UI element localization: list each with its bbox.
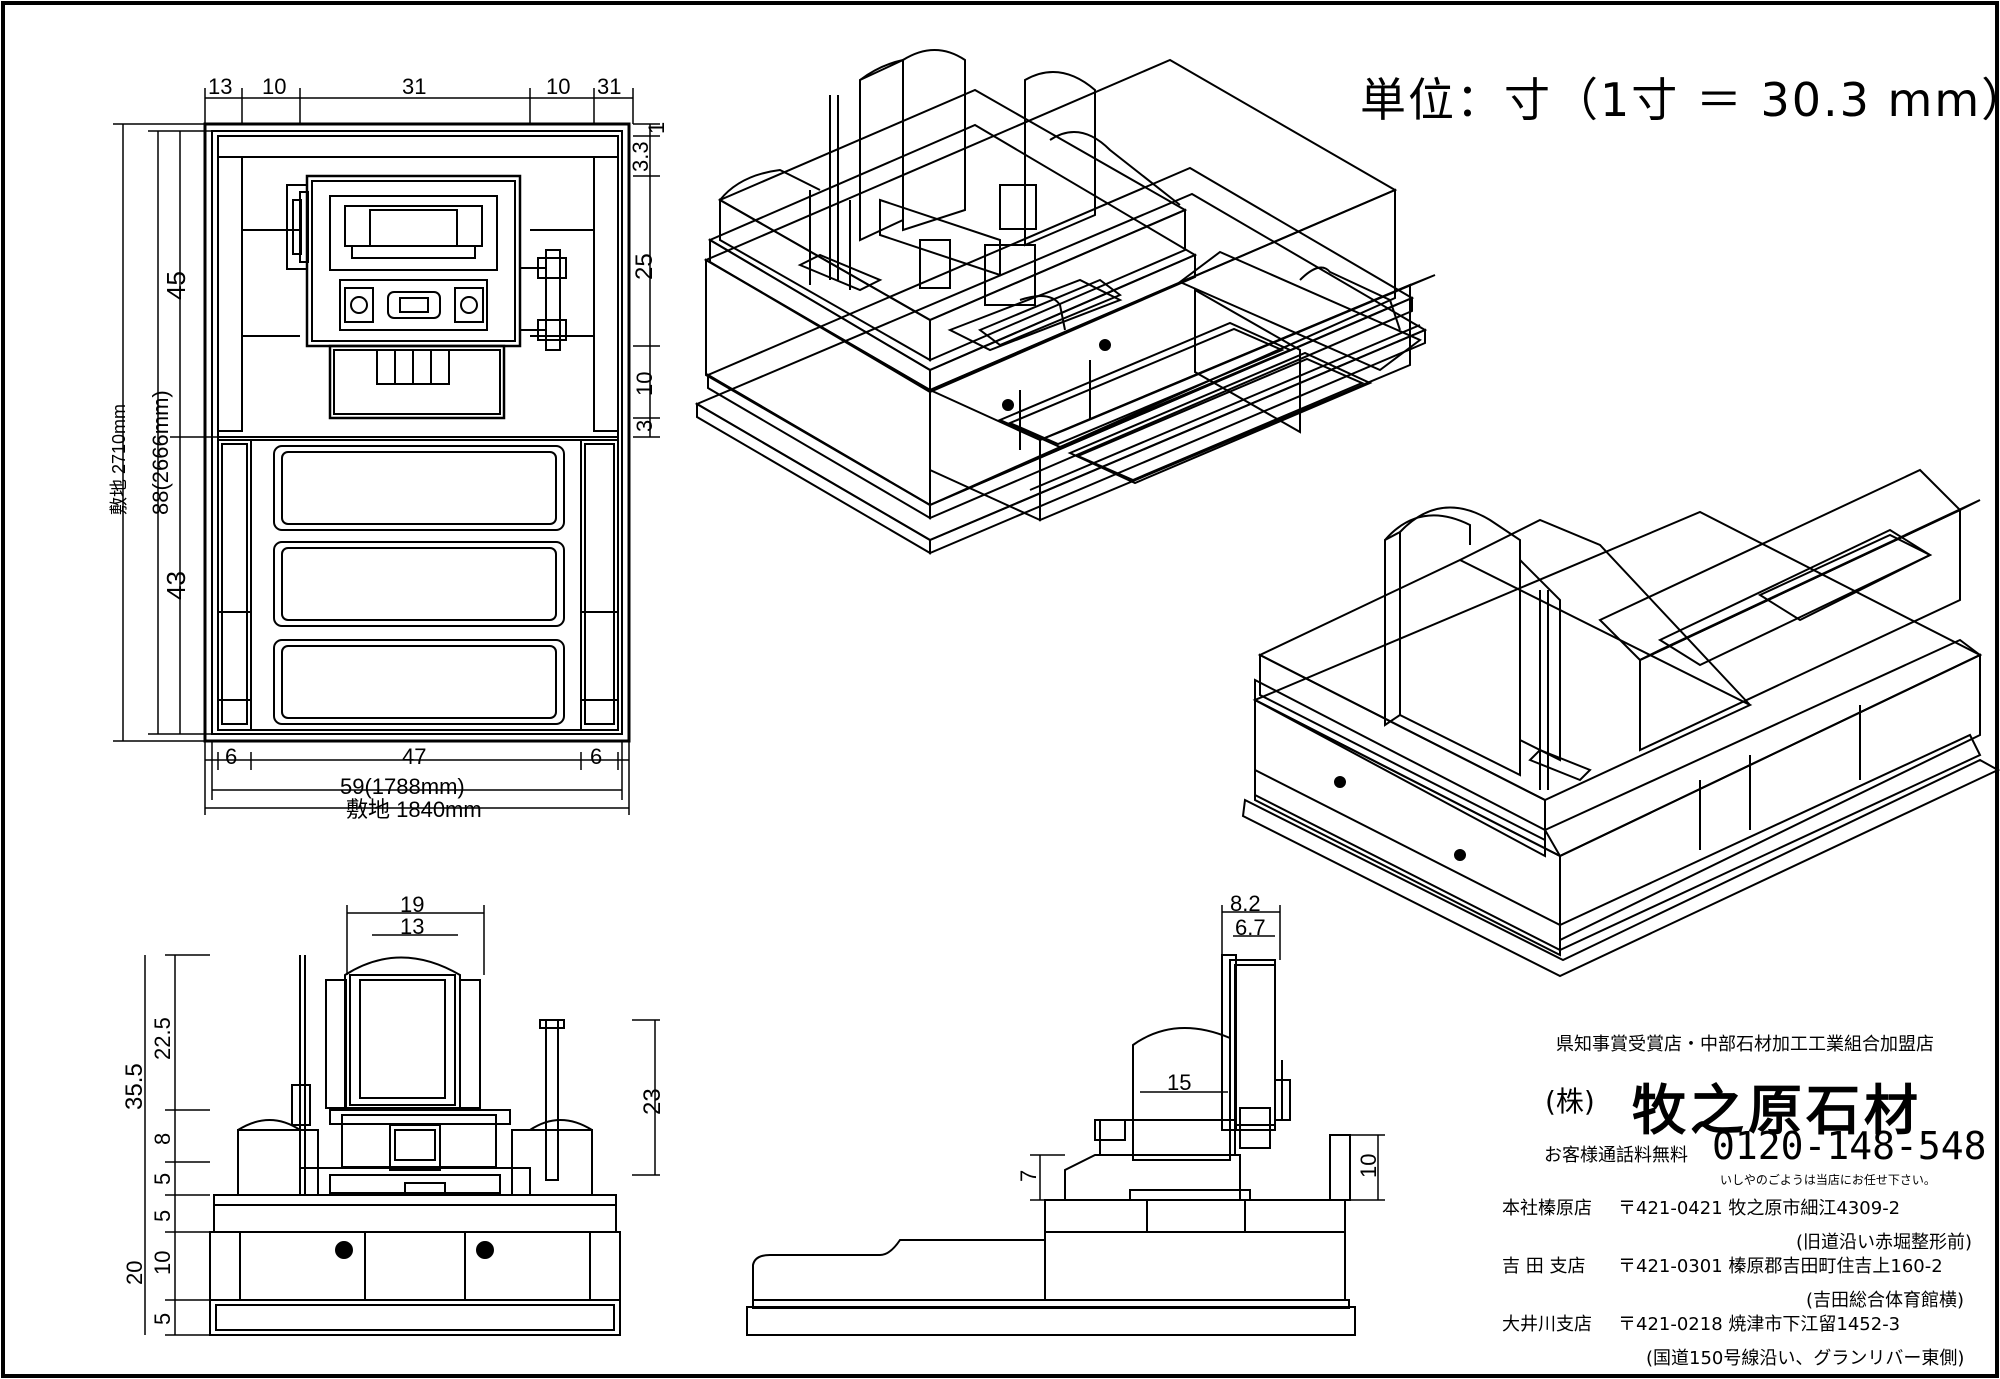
front-dim-left-5: 20 — [122, 1261, 147, 1285]
front-dim-right-0: 23 — [639, 1088, 666, 1115]
side-elevation — [746, 954, 1356, 1336]
plan-dim-right-0: 1 — [644, 122, 669, 134]
isometric-view-top — [694, 49, 1436, 555]
plan-dimension-lines — [113, 88, 660, 815]
branch-name-1: 吉 田 支店 — [1502, 1256, 1586, 1277]
front-dim-left-2: 8 — [150, 1133, 175, 1145]
plan-dim-bottom-0: 6 — [225, 744, 237, 769]
tollfree-label: お客様通話料無料 — [1544, 1145, 1688, 1166]
front-dim-left-6: 10 — [150, 1251, 175, 1275]
front-dim-left-7: 5 — [150, 1313, 175, 1325]
plan-dim-left-0: 敷地 2710mm — [109, 404, 129, 515]
plan-dim-top-4: 31 — [597, 74, 621, 99]
front-dim-top-1: 13 — [400, 914, 424, 939]
side-dimension-text: 8.2 6.7 15 7 10 — [1016, 891, 1381, 1182]
plan-dim-top-2: 31 — [402, 74, 426, 99]
unit-note: 単位：寸（1寸 ＝ 30.3 mm） — [1360, 73, 2000, 127]
front-dimension-lines — [144, 905, 660, 1336]
plan-dim-right-4: 3 — [632, 420, 657, 432]
side-dim-right-0: 10 — [1356, 1154, 1381, 1178]
plan-dim-left-3: 43 — [161, 571, 191, 600]
plan-dim-bottom-2: 6 — [590, 744, 602, 769]
tollfree-number[interactable]: 0120-148-548 — [1712, 1124, 1987, 1168]
branch-name-2: 大井川支店 — [1502, 1314, 1592, 1335]
company-kabushiki: (株) — [1545, 1085, 1595, 1118]
branch-note-0: (旧道沿い赤堀整形前) — [1796, 1232, 1973, 1253]
front-dimension-text: 19 13 35.5 22.5 8 5 5 20 10 5 23 — [121, 892, 666, 1325]
front-dim-left-3: 5 — [150, 1173, 175, 1185]
side-dim-top-1: 6.7 — [1235, 915, 1266, 940]
side-dim-inner-0: 15 — [1167, 1070, 1191, 1095]
front-elevation — [209, 955, 621, 1336]
plan-dim-bottom-4: 敷地 1840mm — [346, 797, 482, 822]
branch-note-2: (国道150号線沿い、グランリバー東側) — [1646, 1348, 1965, 1369]
plan-dim-left-1: 88(2666mm) — [148, 390, 173, 515]
branch-note-1: (吉田総合体育館横) — [1806, 1290, 1965, 1311]
plan-dim-right-3: 10 — [632, 372, 657, 396]
plan-dim-top-0: 13 — [208, 74, 232, 99]
plan-dim-bottom-3: 59(1788mm) — [340, 774, 465, 799]
front-dim-top-0: 19 — [400, 892, 424, 917]
plan-view — [203, 122, 631, 743]
award-line: 県知事賞受賞店・中部石材加工工業組合加盟店 — [1556, 1034, 1934, 1055]
front-dim-left-4: 5 — [150, 1210, 175, 1222]
side-dim-top-0: 8.2 — [1230, 891, 1261, 916]
side-dimension-lines — [1030, 905, 1385, 1201]
front-dim-left-0: 35.5 — [121, 1063, 148, 1110]
plan-dim-left-2: 45 — [161, 271, 191, 300]
plan-dim-top-3: 10 — [546, 74, 570, 99]
plan-dim-bottom-1: 47 — [402, 744, 426, 769]
tollfree-note: いしやのごようは当店にお任せ下さい。 — [1720, 1173, 1936, 1187]
front-dim-left-1: 22.5 — [150, 1017, 175, 1060]
plan-dimension-text: 13 10 31 10 31 1 3.3 25 10 3 敷地 2710mm 8… — [109, 74, 669, 822]
branch-address-1: 〒421-0301 榛原郡吉田町住吉上160-2 — [1618, 1256, 1943, 1277]
plan-dim-right-1: 3.3 — [628, 141, 653, 172]
company-name: 牧之原石材 — [1632, 1079, 1922, 1142]
branch-name-0: 本社榛原店 — [1502, 1198, 1592, 1219]
branch-address-2: 〒421-0218 焼津市下江留1452-3 — [1618, 1314, 1901, 1335]
isometric-view-right — [1241, 468, 2000, 978]
side-dim-left-0: 7 — [1016, 1170, 1041, 1182]
plan-dim-right-2: 25 — [631, 253, 658, 280]
plan-dim-top-1: 10 — [262, 74, 286, 99]
branch-address-0: 〒421-0421 牧之原市細江4309-2 — [1618, 1198, 1901, 1219]
